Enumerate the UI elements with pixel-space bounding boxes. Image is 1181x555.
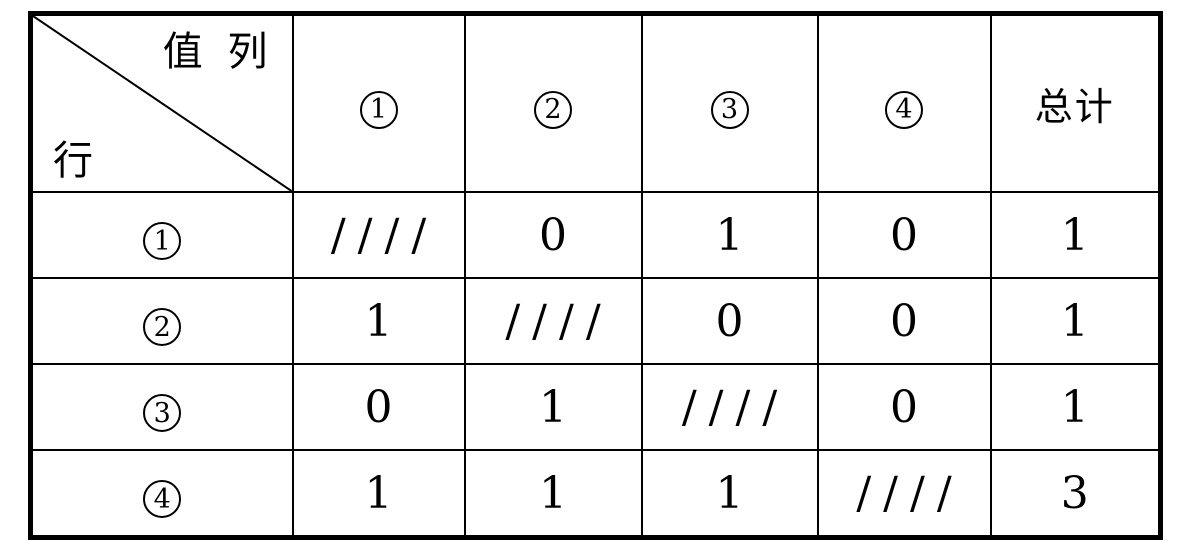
circled-number-icon: 3	[143, 394, 182, 432]
cell-r4c1: 1	[291, 449, 466, 539]
circled-number-icon: 3	[710, 90, 749, 129]
diagonal-divider-line	[33, 16, 292, 191]
cell-r1c4: 0	[816, 191, 992, 279]
circled-number-icon: 4	[143, 480, 182, 518]
circled-number-icon: 1	[359, 90, 398, 129]
cell-r3c2: 1	[463, 363, 643, 451]
table-row-3: 3 0 1 //// 0 1	[29, 363, 1162, 451]
circled-number-icon: 2	[534, 90, 572, 129]
circled-number-icon: 1	[143, 222, 182, 260]
cell-r2c1: 1	[291, 277, 466, 365]
table-row-1: 1 //// 0 1 0 1	[29, 191, 1162, 279]
column-header-2: 2	[463, 12, 643, 193]
row-header-4: 4	[29, 449, 294, 539]
cell-r1c3: 1	[640, 191, 819, 279]
cell-r1c1: ////	[291, 191, 466, 279]
figure-canvas: 值 列 行 1 2 3 4 总计	[28, 11, 1163, 540]
cell-r1-total: 1	[989, 191, 1162, 279]
corner-label-rows: 行	[53, 138, 93, 184]
total-header-label: 总计	[1034, 85, 1115, 129]
column-header-4: 4	[816, 12, 992, 193]
cell-r3-total: 1	[989, 363, 1162, 451]
column-header-total: 总计	[989, 12, 1162, 193]
cell-r2c4: 0	[816, 277, 992, 365]
cell-r3c4: 0	[816, 363, 992, 451]
row-header-2: 2	[29, 277, 294, 365]
cell-r4c2: 1	[463, 449, 643, 539]
column-header-1: 1	[291, 12, 466, 193]
table-row-2: 2 1 //// 0 0 1	[29, 277, 1162, 365]
cell-r2-total: 1	[989, 277, 1162, 365]
cell-r3c1: 0	[291, 363, 466, 451]
table-row-4: 4 1 1 1 //// 3	[29, 449, 1162, 539]
corner-header-cell: 值 列 行	[29, 12, 294, 193]
corner-label-columns: 值 列	[162, 29, 268, 75]
row-header-3: 3	[29, 363, 294, 451]
cell-r4c3: 1	[640, 449, 819, 539]
matrix-table: 值 列 行 1 2 3 4 总计	[28, 11, 1163, 540]
header-row: 值 列 行 1 2 3 4 总计	[29, 12, 1162, 193]
cell-r3c3: ////	[640, 363, 819, 451]
row-header-1: 1	[29, 191, 294, 279]
cell-r2c2: ////	[463, 277, 643, 365]
cell-r2c3: 0	[640, 277, 819, 365]
cell-r4-total: 3	[989, 449, 1162, 539]
cell-r4c4: ////	[816, 449, 992, 539]
cell-r1c2: 0	[463, 191, 643, 279]
column-header-3: 3	[640, 12, 819, 193]
circled-number-icon: 4	[885, 90, 923, 129]
circled-number-icon: 2	[143, 308, 182, 346]
